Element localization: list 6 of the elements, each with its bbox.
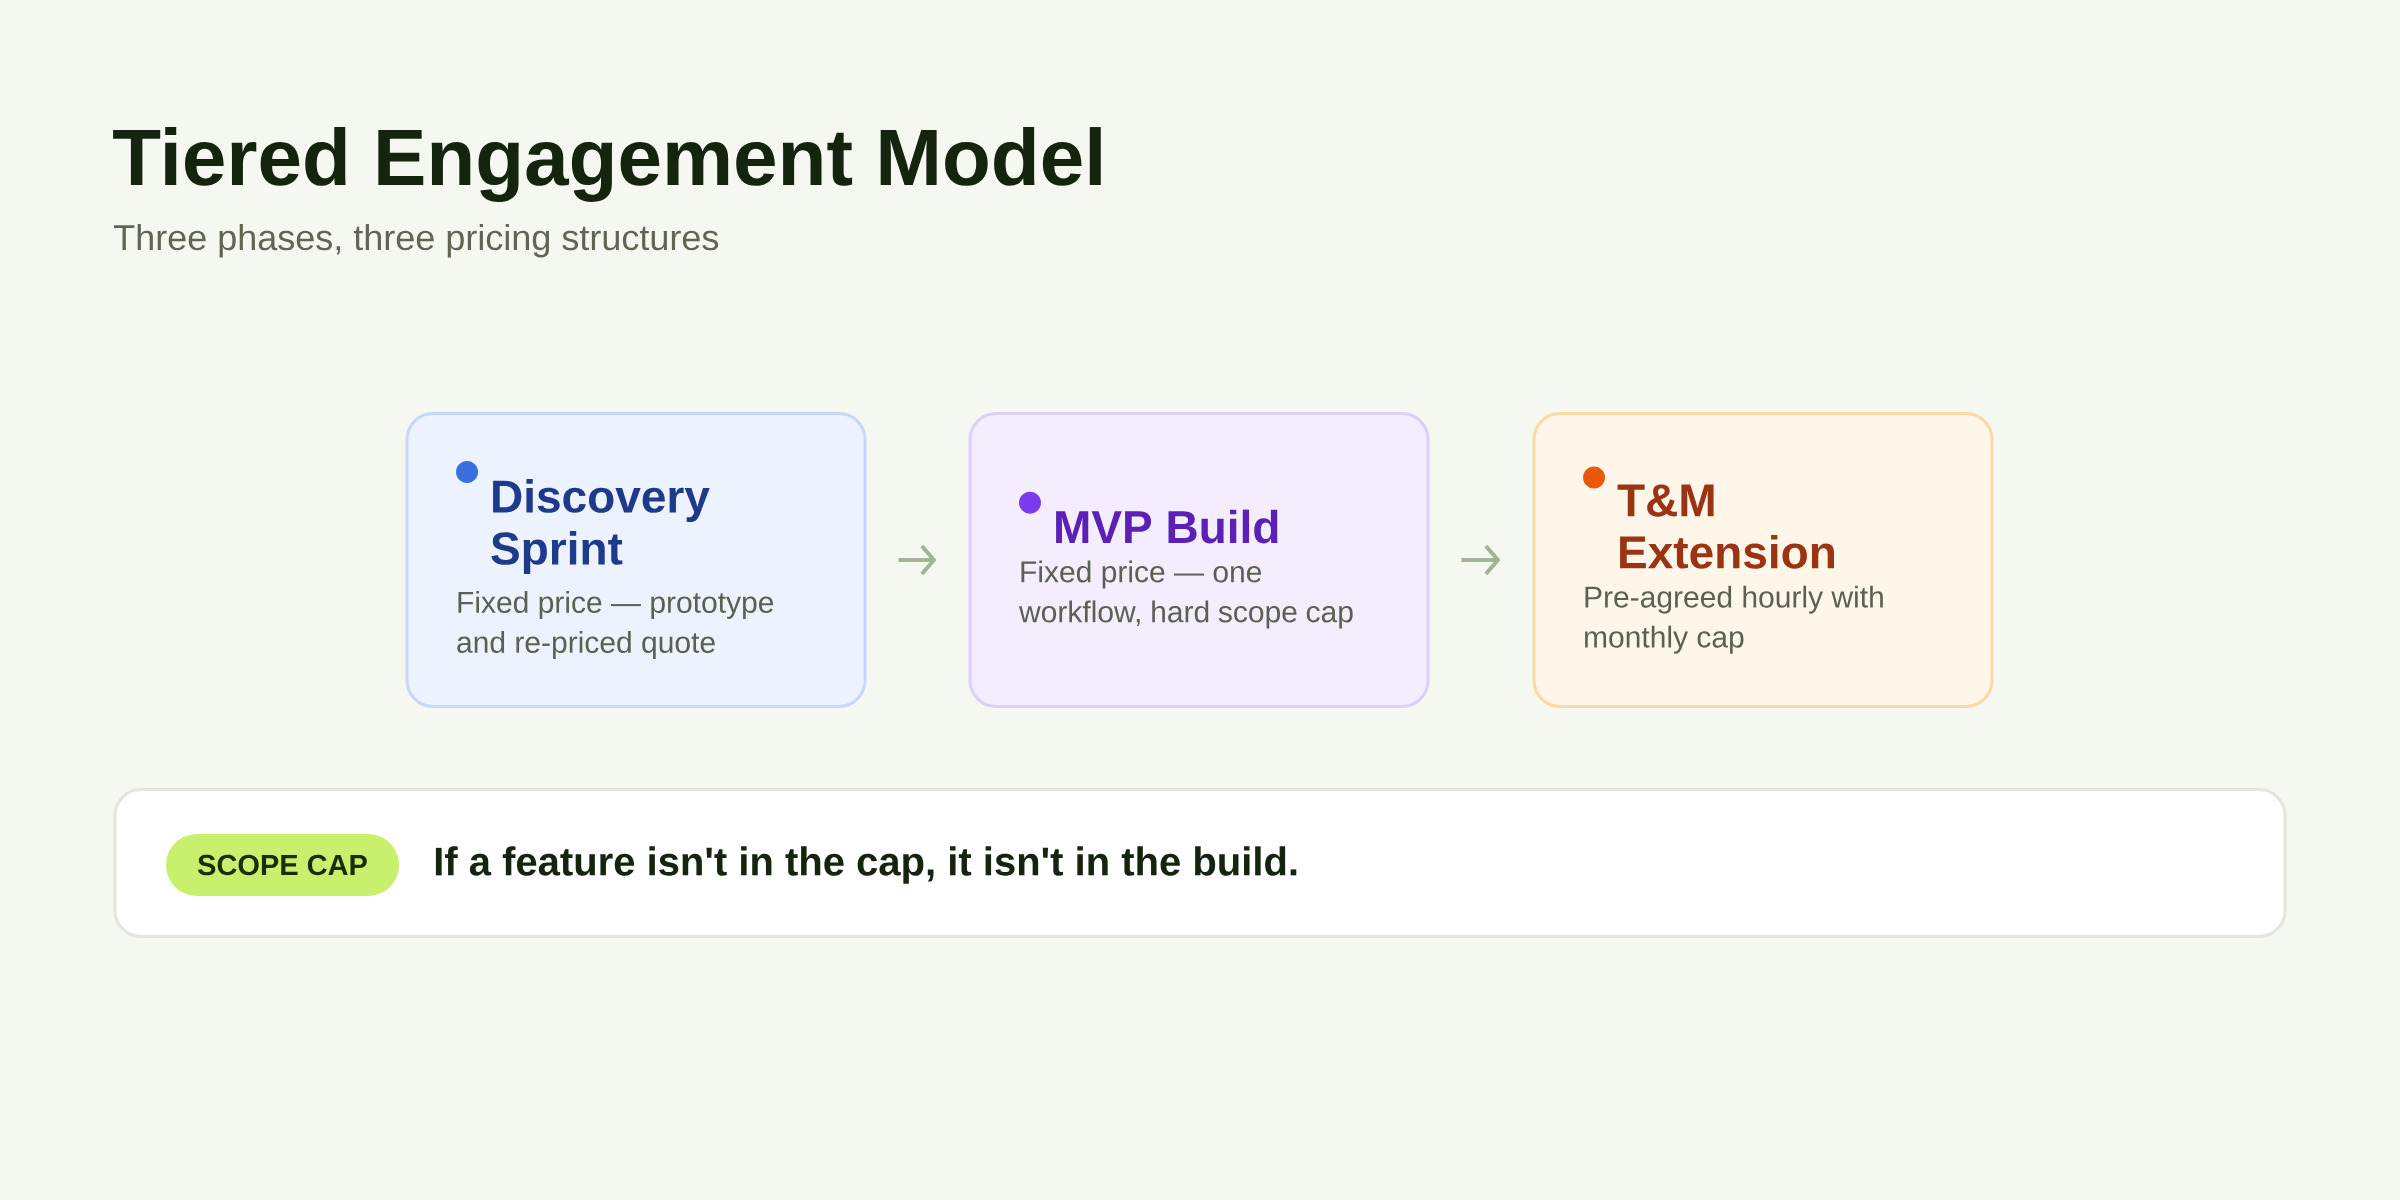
- tag-pill: SCOPE CAP: [166, 834, 399, 896]
- phase-card: Discovery Sprint Fixed price — prototype and re-priced quote: [405, 412, 867, 708]
- subtitle: Three phases, three pricing structures: [114, 223, 719, 258]
- phase-card: T&M Extension Pre-agreed hourly with monthly cap: [1532, 412, 1994, 708]
- phase-card: MVP Build Fixed price — one workflow, hard scope cap: [968, 412, 1430, 708]
- title: Tiered Engagement Model: [113, 127, 1101, 202]
